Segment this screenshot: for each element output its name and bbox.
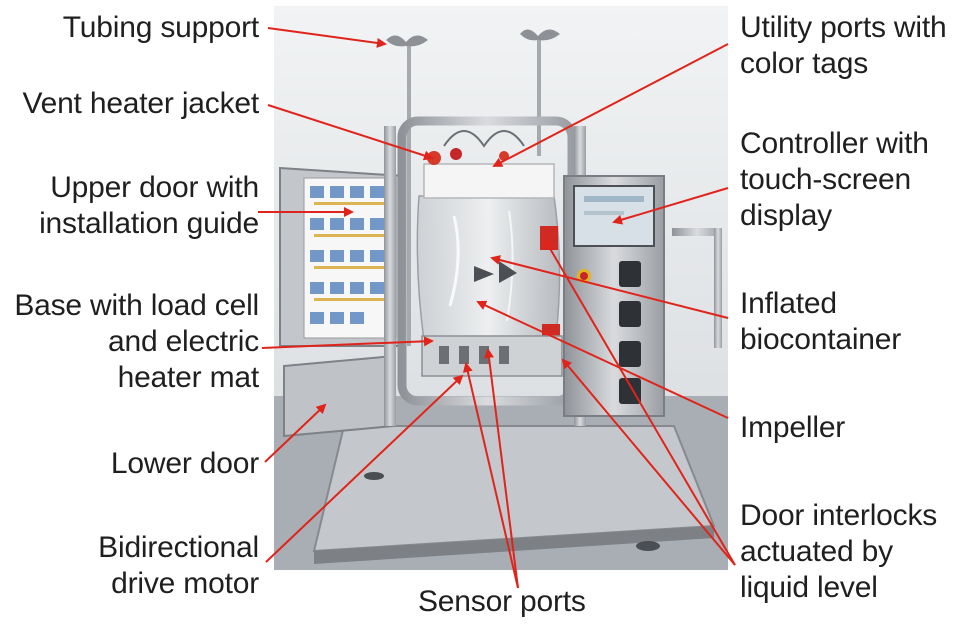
label-biocontainer: Inflated biocontainer	[740, 287, 902, 356]
label-impeller: Impeller	[740, 411, 846, 444]
label-upper-door: Upper door with installation guide	[39, 171, 259, 240]
bioreactor-photo	[274, 6, 728, 570]
label-bidirectional-motor: Bidirectional drive motor	[98, 531, 259, 600]
label-tubing-support: Tubing support	[62, 11, 259, 44]
label-utility-ports: Utility ports with color tags	[740, 11, 947, 80]
label-sensor-ports: Sensor ports	[418, 585, 586, 618]
label-door-interlocks: Door interlocks actuated by liquid level	[740, 499, 938, 604]
label-base-load-cell: Base with load cell and electric heater …	[14, 289, 259, 394]
label-lower-door: Lower door	[110, 447, 259, 480]
label-controller: Controller with touch-screen display	[740, 127, 929, 232]
label-vent-heater-jacket: Vent heater jacket	[22, 87, 259, 120]
